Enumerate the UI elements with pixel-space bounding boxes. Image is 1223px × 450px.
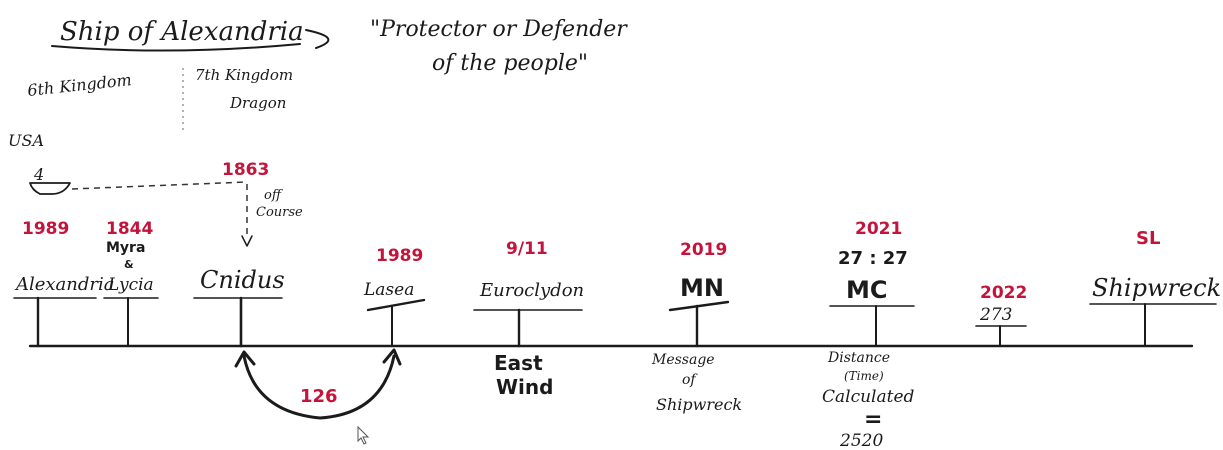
stop-name: Cnidus <box>200 266 285 294</box>
ship-icon <box>29 182 71 195</box>
stop-year: 1844 <box>106 219 153 239</box>
timeline-stop-myra-lycia: 1844 Myra & Lycia <box>103 219 159 347</box>
quote-line-1: "Protector or Defender <box>370 17 628 42</box>
stop-underline <box>366 298 426 312</box>
ship-number: 4 <box>33 165 44 184</box>
stop-year: 1989 <box>376 246 423 266</box>
stop-name-line-2: & <box>124 258 134 271</box>
stop-name: MC <box>846 276 888 304</box>
course-arrowhead-icon <box>241 235 253 247</box>
stop-below-line-2: of <box>682 372 698 388</box>
kingdom-7-label: 7th Kingdom <box>195 66 293 84</box>
kingdom-6-label: 6th Kingdom <box>26 70 132 100</box>
stop-year: 2021 <box>855 219 902 239</box>
quote-line-2: of the people" <box>432 51 588 76</box>
off-label: off <box>264 188 284 203</box>
stop-below-line-2: (Time) <box>844 369 884 383</box>
year-1863: 1863 <box>222 160 269 180</box>
span-arrowhead-right-icon <box>382 348 402 366</box>
stop-sub: 27 : 27 <box>838 248 908 269</box>
stop-year: 2022 <box>980 283 1027 303</box>
span-label: 126 <box>300 386 338 407</box>
stop-below-line-2: Wind <box>496 375 553 399</box>
stop-underline <box>668 300 730 312</box>
mouse-cursor-icon <box>357 425 370 445</box>
kingdom-7-sub-label: Dragon <box>229 94 286 112</box>
stop-name: 273 <box>979 305 1012 325</box>
stop-name: Alexandria <box>14 274 115 295</box>
timeline-stop-shipwreck: SL Shipwreck <box>1089 228 1221 347</box>
stop-name: Euroclydon <box>479 280 584 301</box>
title-ship-of-alexandria: Ship of Alexandria <box>60 17 304 47</box>
title-underline <box>51 43 301 52</box>
timeline-stop-alexandria: 1989 Alexandria <box>13 219 115 348</box>
stop-year: 9/11 <box>506 239 548 259</box>
span-arrow-126: 126 <box>234 348 402 420</box>
course-dashed-line <box>71 181 248 190</box>
stop-below-line-3: Calculated <box>822 387 915 407</box>
timeline-stop-mc: 2021 27 : 27 MC Distance (Time) Calculat… <box>822 219 915 450</box>
span-arc <box>242 354 396 420</box>
stop-name: MN <box>680 274 724 302</box>
timeline-stop-mn: 2019 MN Message of Shipwreck <box>651 240 742 414</box>
stop-name-line-3: Lycia <box>107 275 154 295</box>
stop-below-line-4: = <box>864 407 882 432</box>
stop-below-line-1: East <box>494 351 543 375</box>
stop-year: SL <box>1136 228 1160 249</box>
span-arrowhead-left-icon <box>234 350 256 368</box>
stop-below-line-3: Shipwreck <box>656 395 742 414</box>
stop-below-line-1: Message <box>651 352 715 368</box>
stop-name: Lasea <box>363 280 414 300</box>
usa-label: USA <box>8 131 44 150</box>
timeline-stop-lasea: 1989 Lasea <box>363 246 426 347</box>
stop-name: Shipwreck <box>1092 274 1221 302</box>
stop-year: 1989 <box>22 219 69 239</box>
timeline-stop-2022: 2022 273 <box>975 283 1027 347</box>
title-brace <box>305 29 330 49</box>
stop-below-line-1: Distance <box>827 350 890 366</box>
stop-name-line-1: Myra <box>106 240 145 256</box>
timeline-stop-euroclydon: 9/11 Euroclydon East Wind <box>473 239 584 399</box>
stop-year: 2019 <box>680 240 727 260</box>
timeline-stop-cnidus: Cnidus <box>193 266 285 348</box>
stop-below-line-5: 2520 <box>839 431 883 450</box>
course-label: Course <box>256 205 303 220</box>
